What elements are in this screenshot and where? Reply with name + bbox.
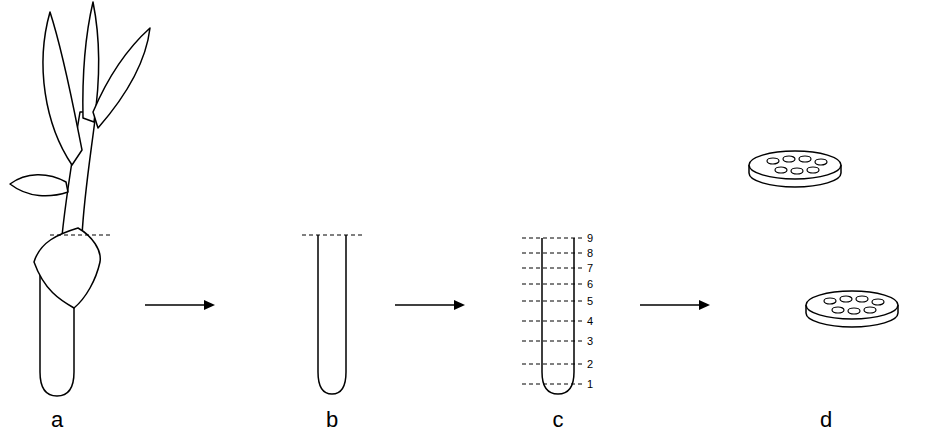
cut-line xyxy=(522,284,582,285)
tissue-piece xyxy=(799,156,811,162)
section-number: 6 xyxy=(587,279,593,290)
sectioned-segment xyxy=(542,238,574,394)
arrow-head xyxy=(454,300,465,310)
section-number: 8 xyxy=(587,248,593,259)
tissue-piece xyxy=(815,159,827,165)
seedling-drawing xyxy=(10,2,150,396)
arrow-line xyxy=(395,304,456,306)
panel-letter: b xyxy=(326,409,338,431)
cut-line xyxy=(522,321,582,322)
dish-top xyxy=(749,151,841,179)
section-number: 2 xyxy=(587,359,593,370)
section-number: 4 xyxy=(587,316,593,327)
cut-line xyxy=(302,235,362,236)
section-number: 3 xyxy=(587,336,593,347)
excised-segment xyxy=(318,235,346,394)
arrow-line xyxy=(640,304,701,306)
tissue-piece xyxy=(775,167,787,173)
tissue-piece xyxy=(791,168,803,174)
arrow-head xyxy=(204,300,215,310)
cut-line xyxy=(50,235,112,236)
arrow-line xyxy=(145,304,206,306)
dish-top xyxy=(806,291,898,319)
panel-letter: d xyxy=(820,409,832,431)
cut-line xyxy=(522,268,582,269)
section-number: 9 xyxy=(587,233,593,244)
leaf xyxy=(93,28,150,128)
petri-dish xyxy=(806,291,898,327)
panel-letter: a xyxy=(51,409,63,431)
tissue-piece xyxy=(848,308,860,314)
tissue-piece xyxy=(767,158,779,164)
arrow-head xyxy=(699,300,710,310)
tissue-piece xyxy=(832,307,844,313)
tissue-piece xyxy=(872,299,884,305)
tissue-piece xyxy=(824,298,836,304)
sheath-leaf xyxy=(34,228,100,308)
panel-letter: c xyxy=(553,409,564,431)
cut-line xyxy=(522,238,582,239)
section-number: 7 xyxy=(587,263,593,274)
cut-line xyxy=(522,301,582,302)
section-number: 5 xyxy=(587,296,593,307)
cut-line xyxy=(522,364,582,365)
tissue-piece xyxy=(807,167,819,173)
section-lines xyxy=(522,238,582,384)
cut-line xyxy=(522,384,582,385)
cut-line xyxy=(522,253,582,254)
cut-line xyxy=(522,341,582,342)
tissue-piece xyxy=(783,156,795,162)
leaf xyxy=(10,175,68,196)
tissue-piece xyxy=(856,296,868,302)
section-number: 1 xyxy=(587,379,593,390)
arrows xyxy=(145,304,701,306)
tissue-piece xyxy=(840,296,852,302)
tissue-piece xyxy=(864,307,876,313)
petri-dish xyxy=(749,151,841,187)
leaf xyxy=(43,12,82,165)
